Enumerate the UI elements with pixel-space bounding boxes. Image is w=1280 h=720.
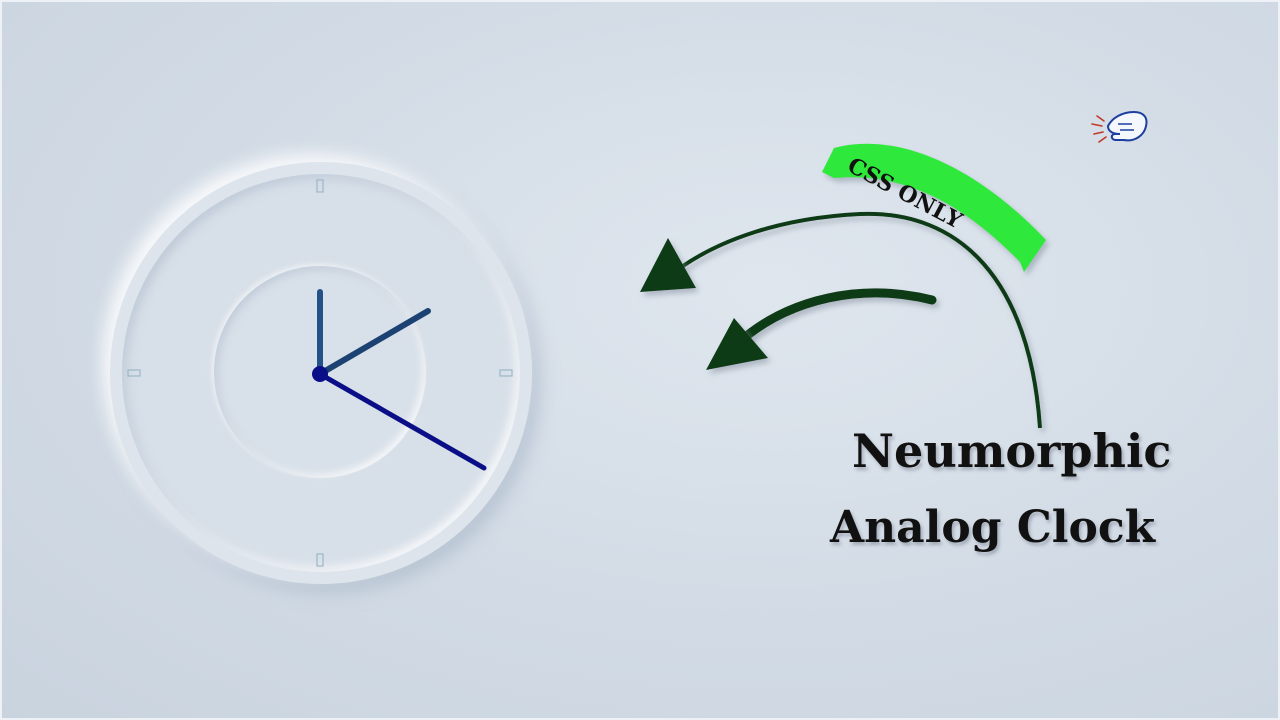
arrow-head-large — [640, 238, 696, 292]
title-line-1: Neumorphic — [852, 424, 1172, 478]
title-line-2: Analog Clock — [830, 502, 1156, 553]
css-only-badge-shape — [822, 143, 1046, 272]
clock-outer-ring — [110, 162, 532, 584]
arrow-arc-large — [678, 211, 1042, 429]
pointing-hand-icon — [1091, 110, 1148, 143]
arrow-arc-small — [739, 288, 937, 343]
arrow-head-small — [706, 318, 768, 370]
